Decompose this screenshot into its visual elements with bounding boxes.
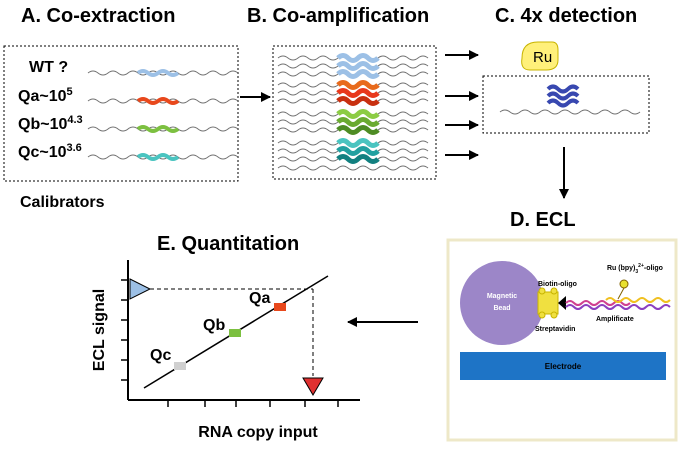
- electrode: [460, 352, 666, 380]
- point-qa: [274, 303, 286, 311]
- strand-qb: [87, 126, 239, 132]
- probe-strand-3: [546, 98, 580, 108]
- label-point-qb: Qb: [203, 317, 225, 334]
- probe-strand-2: [546, 91, 580, 101]
- ru-complex: [619, 279, 629, 289]
- quantitation-plot: Qc Qb Qa ECL signal RNA copy input: [91, 260, 360, 441]
- x-axis-label: RNA copy input: [198, 424, 318, 441]
- heading-co-extraction: A. Co-extraction: [21, 5, 175, 27]
- label-ru: Ru: [533, 49, 552, 66]
- label-calibrators: Calibrators: [20, 194, 105, 211]
- label-amplificate: Amplificate: [596, 316, 634, 323]
- x-ticks: [167, 400, 339, 407]
- probe-strand-1: [546, 84, 580, 94]
- streptavidin: [537, 291, 559, 315]
- label-streptavidin: Streptavidin: [535, 326, 575, 333]
- detection-box: [482, 75, 650, 134]
- heading-ecl: D. ECL: [510, 209, 576, 231]
- y-ticks: [121, 279, 128, 381]
- amplification-strands: [277, 53, 429, 171]
- amplificate-strand-purple: [565, 304, 671, 310]
- label-ru-bpy-oligo: Ru (bpy)32+-oligo: [607, 263, 663, 275]
- magnetic-bead: [460, 261, 544, 345]
- label-qc: Qc~103.6: [18, 142, 82, 161]
- label-wt: WT ?: [29, 59, 68, 76]
- ru-label-tag: [521, 41, 559, 71]
- measured-signal-marker: [129, 278, 152, 300]
- segment-wt: [136, 69, 180, 77]
- segment-qa: [136, 97, 180, 105]
- label-qa: Qa~105: [18, 86, 73, 105]
- label-point-qc: Qc: [150, 347, 171, 364]
- point-qb: [229, 329, 241, 337]
- point-qc: [174, 362, 186, 370]
- ru-oligo-strand: [605, 297, 671, 303]
- strand-wt: [87, 70, 239, 76]
- label-biotin-oligo: Biotin-oligo: [538, 281, 577, 288]
- amplification-box: [272, 45, 437, 180]
- label-electrode: Electrode: [545, 362, 582, 371]
- heading-quantitation: E. Quantitation: [157, 233, 299, 255]
- label-bead: Bead: [493, 305, 510, 312]
- segment-qc: [136, 153, 180, 161]
- label-qb: Qb~104.3: [18, 114, 83, 133]
- segment-qb: [136, 125, 180, 133]
- heading-co-amplification: B. Co-amplification: [247, 5, 429, 27]
- heading-4x-detection: C. 4x detection: [495, 5, 637, 27]
- strand-qc: [87, 154, 239, 160]
- extraction-box: [3, 45, 239, 182]
- biotin: [558, 296, 566, 310]
- label-point-qa: Qa: [249, 290, 270, 307]
- y-axis-label: ECL signal: [91, 289, 108, 371]
- extraction-strands: [87, 69, 239, 161]
- derived-input-marker: [302, 377, 324, 396]
- label-magnetic: Magnetic: [487, 293, 517, 300]
- detection-strand: [499, 109, 641, 115]
- strand-qa: [87, 98, 239, 104]
